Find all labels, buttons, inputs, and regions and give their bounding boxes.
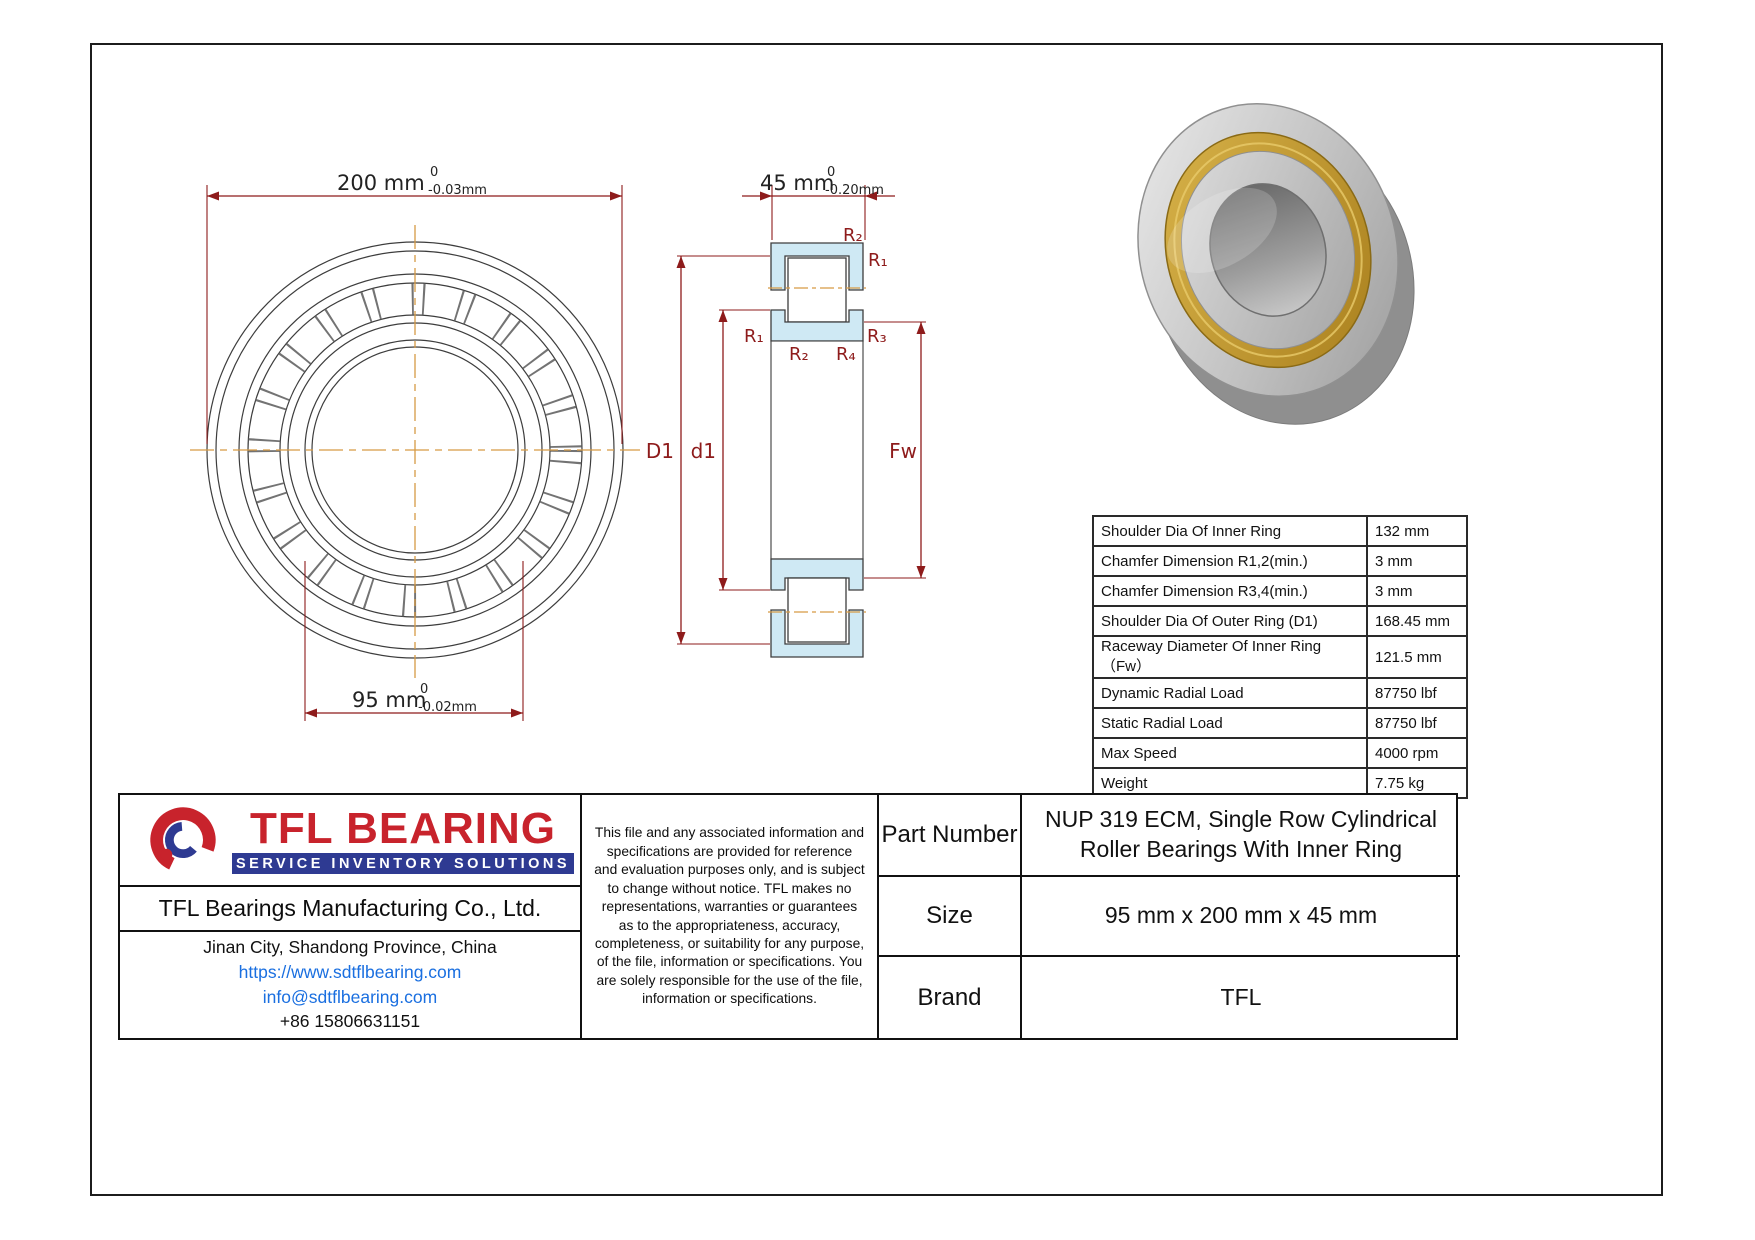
field-label-brand: Brand (877, 957, 1020, 1038)
spec-label: Static Radial Load (1092, 707, 1368, 739)
section-view (770, 242, 864, 658)
spec-label: Shoulder Dia Of Inner Ring (1092, 515, 1368, 547)
chamfer-label-r2-top: R₂ (843, 225, 863, 246)
roller-bottom-section (787, 577, 847, 643)
spec-value: 87750 lbf (1366, 707, 1468, 739)
spec-value: 121.5 mm (1366, 635, 1468, 679)
dim-d1-outer (676, 255, 770, 645)
title-block: TFL BEARING SERVICE INVENTORY SOLUTIONS … (118, 793, 1460, 1040)
label-fw: Fw (889, 439, 917, 463)
dim-bore-tol-upper: 0 (420, 682, 428, 697)
bore-hole (1209, 183, 1327, 317)
spec-value: 3 mm (1366, 575, 1468, 607)
field-value-part-number: NUP 319 ECM, Single Row Cylindrical Roll… (1020, 795, 1460, 877)
dim-bore-label: 95 mm (352, 688, 426, 712)
spec-label: Shoulder Dia Of Outer Ring (D1) (1092, 605, 1368, 637)
field-value-brand: TFL (1020, 957, 1460, 1038)
field-value-size: 95 mm x 200 mm x 45 mm (1020, 877, 1460, 957)
outer-ring-top-section (770, 242, 864, 291)
chamfer-label-r1-top: R₁ (868, 250, 888, 271)
spec-value: 87750 lbf (1366, 677, 1468, 709)
dim-width-tol-upper: 0 (827, 165, 835, 180)
company-contact-block: Jinan City, Shandong Province, China htt… (120, 932, 580, 1038)
logo-text: TFL BEARING SERVICE INVENTORY SOLUTIONS (232, 803, 575, 874)
dim-od-tol-lower: -0.03mm (428, 183, 487, 198)
dim-od-tol-upper: 0 (430, 165, 438, 180)
disclaimer-text: This file and any associated information… (580, 795, 877, 1038)
spec-value: 4000 rpm (1366, 737, 1468, 769)
company-website-link[interactable]: https://www.sdtflbearing.com (238, 961, 462, 982)
company-email-link[interactable]: info@sdtflbearing.com (262, 986, 438, 1007)
spec-label: Raceway Diameter Of Inner Ring （Fw） (1092, 635, 1368, 679)
field-label-size: Size (877, 877, 1020, 957)
inner-ring-bottom-section (770, 558, 864, 591)
spec-value: 132 mm (1366, 515, 1468, 547)
section-centerlines (768, 287, 866, 613)
outer-ring-bottom-section (770, 609, 864, 658)
logo-tagline: SERVICE INVENTORY SOLUTIONS (232, 852, 575, 874)
dim-width-tol-lower: -0.20mm (825, 183, 884, 198)
company-phone: +86 15806631151 (279, 1011, 421, 1032)
chamfer-label-r2-left: R₂ (789, 344, 809, 365)
label-d1-inner: d1 (691, 439, 716, 463)
drawing-frame (90, 43, 1663, 1196)
logo-brand-name: TFL BEARING (250, 803, 557, 853)
company-address: Jinan City, Shandong Province, China (203, 936, 497, 957)
spec-label: Chamfer Dimension R3,4(min.) (1092, 575, 1368, 607)
dim-d1-inner (718, 309, 770, 591)
table-row: Shoulder Dia Of Outer Ring (D1)168.45 mm (1092, 605, 1468, 637)
field-label-part-number: Part Number (877, 795, 1020, 877)
spec-label: Chamfer Dimension R1,2(min.) (1092, 545, 1368, 577)
dim-width (742, 185, 895, 240)
table-row: Raceway Diameter Of Inner Ring （Fw）121.5… (1092, 635, 1468, 679)
roller-top-section (787, 257, 847, 323)
dim-fw (864, 321, 926, 579)
dim-bore (304, 561, 524, 721)
spec-value: 168.45 mm (1366, 605, 1468, 637)
dim-width-label: 45 mm (760, 171, 834, 195)
table-row: Chamfer Dimension R3,4(min.)3 mm (1092, 575, 1468, 607)
logo-cell: TFL BEARING SERVICE INVENTORY SOLUTIONS (120, 795, 580, 887)
spec-label: Dynamic Radial Load (1092, 677, 1368, 709)
front-view-centerlines (190, 225, 640, 678)
dim-od (206, 185, 623, 444)
company-name: TFL Bearings Manufacturing Co., Ltd. (120, 887, 580, 932)
spec-value: 3 mm (1366, 545, 1468, 577)
dim-bore-tol-lower: -0.02mm (418, 700, 477, 715)
chamfer-label-r1-left: R₁ (744, 326, 764, 347)
bore-section (770, 340, 864, 560)
label-d1-outer: D1 (646, 439, 674, 463)
bearing-3d-render (1137, 103, 1415, 425)
spec-label: Max Speed (1092, 737, 1368, 769)
chamfer-label-r3: R₃ (867, 326, 887, 347)
tfl-logo-icon (150, 807, 216, 873)
chamfer-label-r4: R₄ (836, 344, 856, 365)
dim-od-label: 200 mm (337, 171, 425, 195)
table-row: Chamfer Dimension R1,2(min.)3 mm (1092, 545, 1468, 577)
